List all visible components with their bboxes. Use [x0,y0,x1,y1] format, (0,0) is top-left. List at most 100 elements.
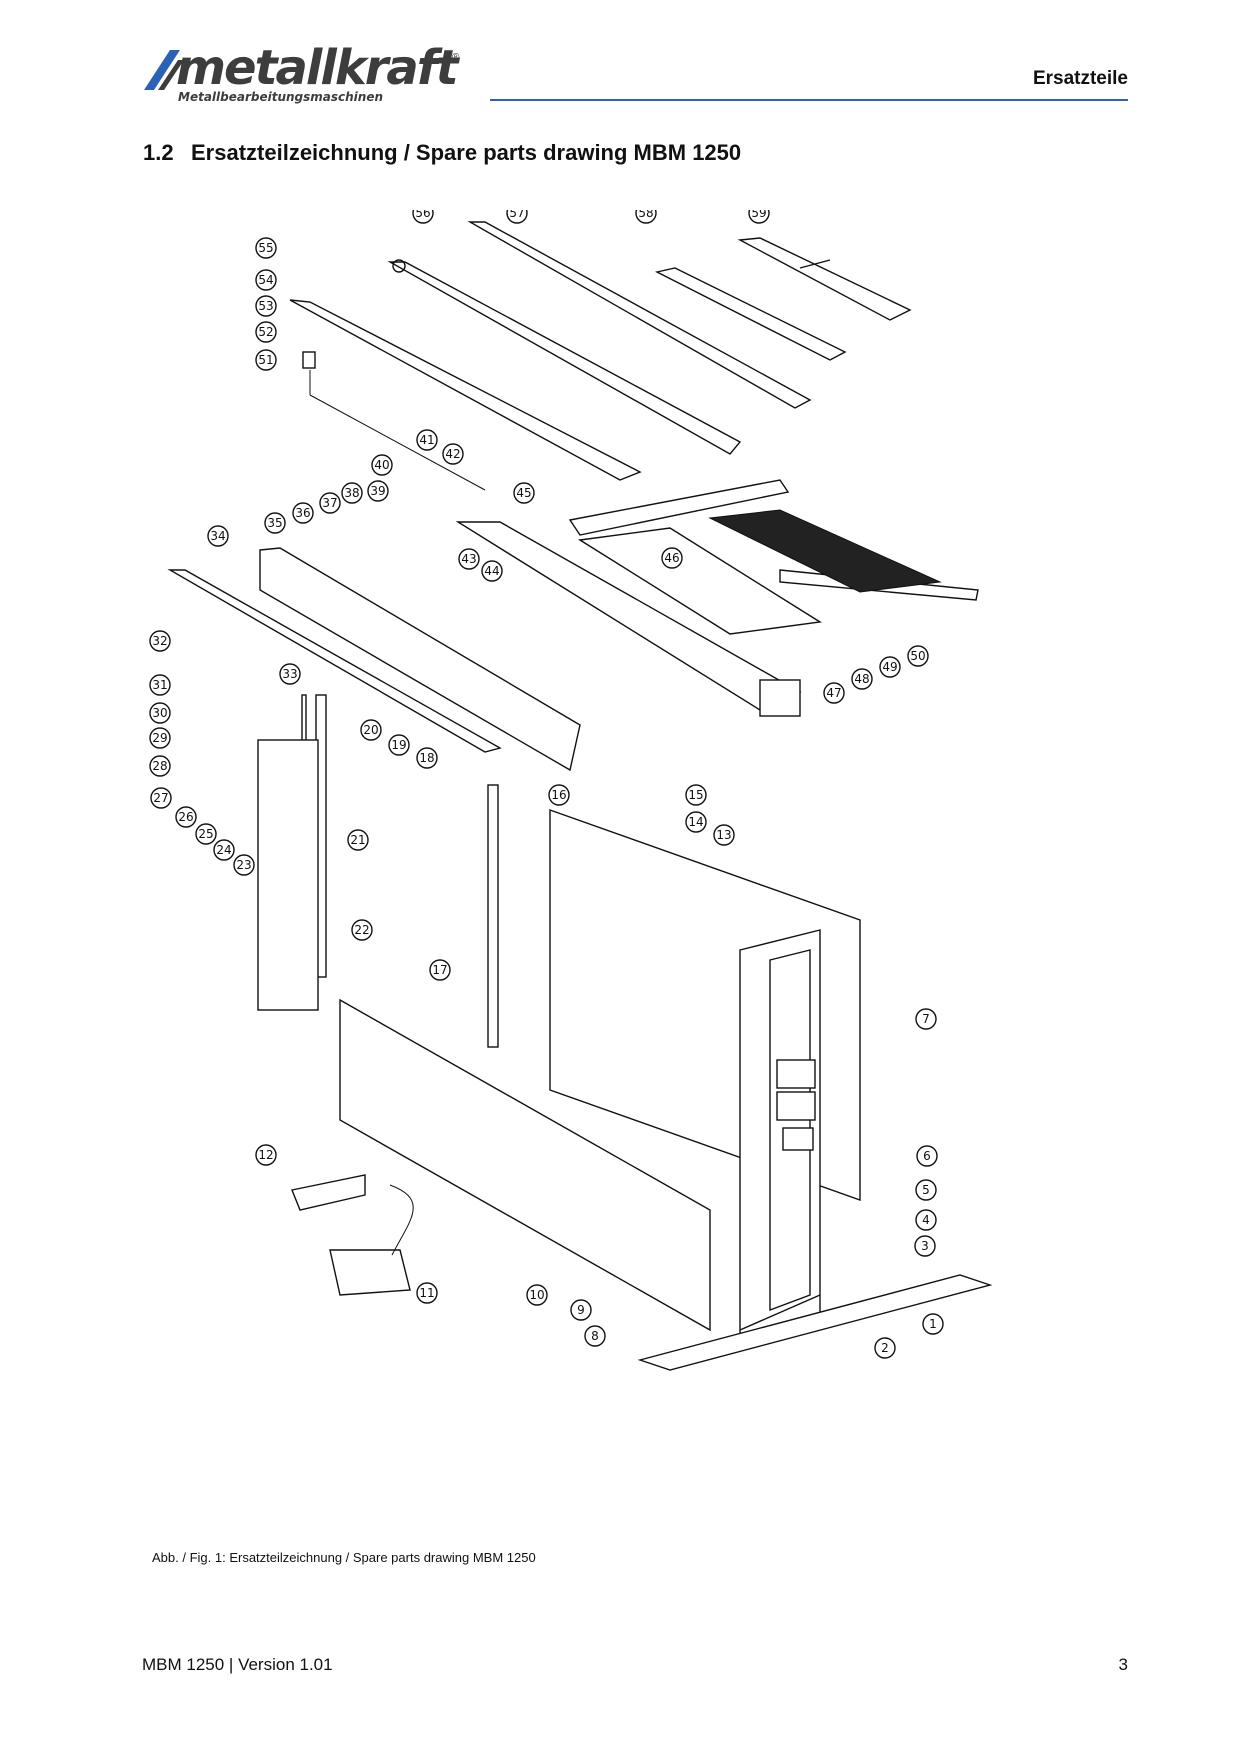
callout-20: 20 [360,719,382,741]
svg-text:27: 27 [153,791,168,805]
callout-51: 51 [255,349,277,371]
svg-text:51: 51 [258,353,273,367]
callout-59: 59 [748,210,770,224]
rail-59 [737,237,912,321]
svg-text:29: 29 [152,731,167,745]
svg-text:15: 15 [688,788,703,802]
svg-text:21: 21 [350,833,365,847]
base-foot-1 [637,1274,993,1371]
svg-text:34: 34 [210,529,225,543]
callout-43: 43 [458,548,480,570]
svg-text:49: 49 [882,660,897,674]
logo-mark-icon [144,50,184,90]
callout-55: 55 [255,237,277,259]
svg-text:50: 50 [910,649,925,663]
svg-text:22: 22 [354,923,369,937]
callout-15: 15 [685,784,707,806]
title-number: 1.2 [143,140,174,165]
callout-45: 45 [513,482,535,504]
svg-text:36: 36 [295,506,310,520]
callout-52: 52 [255,321,277,343]
svg-text:56: 56 [415,210,430,220]
svg-text:38: 38 [344,486,359,500]
callout-19: 19 [388,734,410,756]
svg-text:35: 35 [267,516,282,530]
callout-56: 56 [412,210,434,224]
foot-12 [291,1174,366,1211]
callout-27: 27 [150,787,172,809]
svg-text:53: 53 [258,299,273,313]
callout-39: 39 [367,480,389,502]
callout-33: 33 [279,663,301,685]
svg-text:19: 19 [391,738,406,752]
callout-21: 21 [347,829,369,851]
callout-58: 58 [635,210,657,224]
svg-text:30: 30 [152,706,167,720]
svg-text:3: 3 [921,1239,929,1253]
svg-text:20: 20 [363,723,378,737]
svg-text:18: 18 [419,751,434,765]
brand-logo: metallkraft ® Metallbearbeitungsmaschine… [140,40,460,108]
svg-text:11: 11 [419,1286,434,1300]
footer-version: MBM 1250 | Version 1.01 [142,1655,333,1674]
callout-5: 5 [915,1179,937,1201]
cover-panel-10 [339,998,711,1332]
svg-text:23: 23 [236,858,251,872]
header-rule [490,99,1128,101]
clamping-beam-52 [289,299,642,491]
callout-54: 54 [255,269,277,291]
callout-44: 44 [481,560,503,582]
svg-text:2: 2 [881,1341,889,1355]
svg-text:5: 5 [922,1183,930,1197]
svg-text:33: 33 [282,667,297,681]
frame-panels-3-6-7 [549,809,861,1341]
callout-49: 49 [879,656,901,678]
svg-text:7: 7 [922,1012,930,1026]
svg-text:12: 12 [258,1148,273,1162]
callout-40: 40 [371,454,393,476]
brand-subtitle: Metallbearbeitungsmaschinen [178,90,384,104]
callout-30: 30 [149,702,171,724]
svg-text:25: 25 [198,827,213,841]
svg-text:14: 14 [688,815,703,829]
callout-35: 35 [264,512,286,534]
callout-6: 6 [916,1145,938,1167]
callout-24: 24 [213,839,235,861]
svg-text:8: 8 [591,1329,599,1343]
callout-41: 41 [416,429,438,451]
rail-56 [387,259,742,455]
svg-text:4: 4 [922,1213,930,1227]
page-header: metallkraft ® Metallbearbeitungsmaschine… [0,0,1240,110]
callout-14: 14 [685,811,707,833]
callout-12: 12 [255,1144,277,1166]
callout-25: 25 [195,823,217,845]
callout-37: 37 [319,492,341,514]
callout-32: 32 [149,630,171,652]
callout-48: 48 [851,668,873,690]
callout-2: 2 [874,1337,896,1359]
svg-text:42: 42 [445,447,460,461]
callout-11: 11 [416,1282,438,1304]
svg-text:24: 24 [216,843,231,857]
callout-46: 46 [661,547,683,569]
callout-26: 26 [175,806,197,828]
svg-text:47: 47 [826,686,841,700]
callout-34: 34 [207,525,229,547]
tray-48 [577,527,823,635]
svg-text:58: 58 [638,210,653,220]
callout-17: 17 [429,959,451,981]
brand-name: metallkraft [176,40,459,96]
svg-text:26: 26 [178,810,193,824]
svg-text:55: 55 [258,241,273,255]
foot-pedal-11 [329,1184,414,1296]
callout-13: 13 [713,824,735,846]
registered-mark: ® [452,52,460,63]
svg-text:1: 1 [929,1317,937,1331]
svg-text:37: 37 [322,496,337,510]
section-title: Ersatzteile [1032,68,1128,89]
callout-3: 3 [914,1235,936,1257]
callout-9: 9 [570,1299,592,1321]
svg-text:16: 16 [551,788,566,802]
svg-text:31: 31 [152,678,167,692]
callout-47: 47 [823,682,845,704]
